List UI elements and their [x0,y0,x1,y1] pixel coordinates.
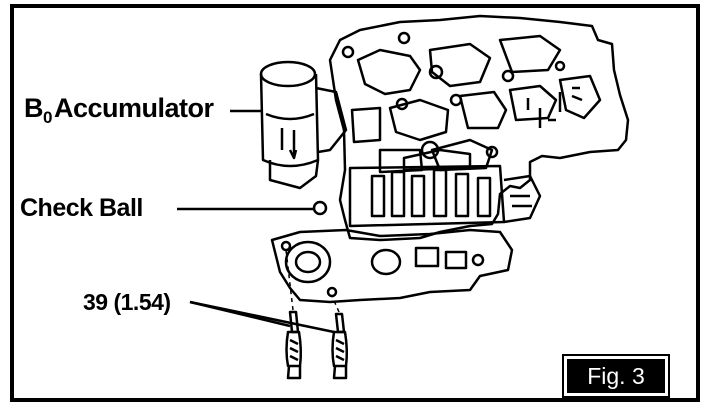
valve-row [348,140,542,228]
torque-leader-right [189,300,335,334]
figure-number-badge: Fig. 3 [562,354,670,398]
bolt-right [331,312,349,380]
check-ball-part [312,200,328,216]
accumulator-text: Accumulator [53,93,214,123]
bolt-left [285,310,303,380]
accumulator-subscript: 0 [43,108,52,127]
torque-spec-label: 39 (1.54) [83,289,171,315]
b0-accumulator-part [259,60,348,190]
b0-accumulator-label: B0Accumulator [24,93,214,127]
accumulator-prefix: B [24,93,44,123]
check-ball-label: Check Ball [20,194,143,222]
leader-lines [177,109,335,334]
bolt-alignment-lines [285,249,340,313]
lower-valve-body [270,228,514,304]
figure-frame [10,4,700,402]
upper-valve-body [328,14,630,242]
